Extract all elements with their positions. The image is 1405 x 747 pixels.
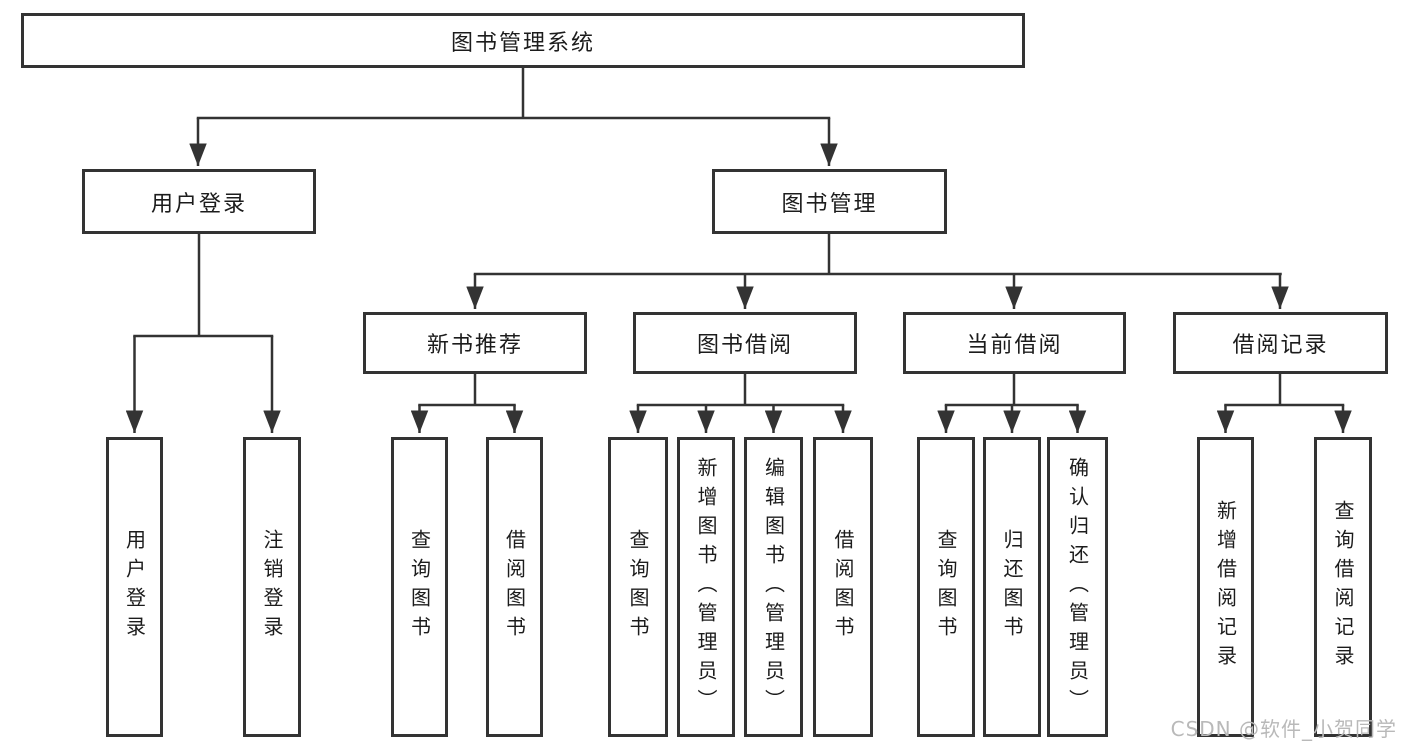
leaf-query-borrow-record: 查询借阅记录 bbox=[1314, 437, 1372, 737]
node-book-management-label: 图书管理 bbox=[781, 191, 878, 217]
node-borrowing-records-label: 借阅记录 bbox=[1232, 333, 1329, 358]
node-root: 图书管理系统 bbox=[21, 13, 1025, 68]
leaf-query-books-3-label: 查询图书 bbox=[934, 529, 958, 645]
leaf-query-books-2: 查询图书 bbox=[608, 437, 668, 737]
node-user-login-label: 用户登录 bbox=[150, 191, 247, 217]
connector-user-login bbox=[125, 234, 281, 433]
leaf-borrow-books-1: 借阅图书 bbox=[486, 437, 543, 737]
leaf-query-books-2-label: 查询图书 bbox=[626, 529, 650, 645]
connector-new-book-recommend bbox=[410, 374, 524, 433]
leaf-add-borrow-record-label: 新增借阅记录 bbox=[1213, 500, 1238, 674]
connector-root bbox=[189, 68, 838, 166]
connector-current-borrowing bbox=[937, 374, 1087, 433]
node-current-borrowing: 当前借阅 bbox=[903, 312, 1126, 374]
leaf-query-books-1-label: 查询图书 bbox=[407, 529, 432, 645]
leaf-user-login-label: 用户登录 bbox=[122, 529, 147, 645]
node-new-book-recommend-label: 新书推荐 bbox=[426, 333, 523, 358]
leaf-borrow-books-1-label: 借阅图书 bbox=[502, 529, 527, 645]
leaf-logout: 注销登录 bbox=[243, 437, 301, 737]
connector-book-management bbox=[466, 234, 1289, 309]
leaf-return-books-label: 归还图书 bbox=[1000, 529, 1024, 645]
node-current-borrowing-label: 当前借阅 bbox=[966, 333, 1063, 358]
node-borrowing-records: 借阅记录 bbox=[1173, 312, 1388, 374]
leaf-return-books: 归还图书 bbox=[983, 437, 1041, 737]
node-book-borrowing: 图书借阅 bbox=[633, 312, 857, 374]
leaf-confirm-return-admin-label: 确认归还（管理员） bbox=[1065, 456, 1090, 718]
leaf-borrow-books-2: 借阅图书 bbox=[813, 437, 873, 737]
node-root-label: 图书管理系统 bbox=[450, 30, 595, 56]
leaf-add-borrow-record: 新增借阅记录 bbox=[1197, 437, 1254, 737]
leaf-add-books-admin: 新增图书（管理员） bbox=[677, 437, 735, 737]
leaf-add-books-admin-label: 新增图书（管理员） bbox=[694, 456, 718, 718]
node-book-management: 图书管理 bbox=[712, 169, 947, 234]
connector-book-borrowing bbox=[629, 374, 852, 433]
leaf-logout-label: 注销登录 bbox=[260, 529, 284, 645]
leaf-edit-books-admin: 编辑图书（管理员） bbox=[744, 437, 803, 737]
node-user-login: 用户登录 bbox=[82, 169, 316, 234]
leaf-edit-books-admin-label: 编辑图书（管理员） bbox=[761, 456, 786, 718]
leaf-query-books-1: 查询图书 bbox=[391, 437, 448, 737]
node-book-borrowing-label: 图书借阅 bbox=[696, 333, 793, 358]
leaf-confirm-return-admin: 确认归还（管理员） bbox=[1047, 437, 1108, 737]
leaf-query-books-3: 查询图书 bbox=[917, 437, 975, 737]
leaf-borrow-books-2-label: 借阅图书 bbox=[831, 529, 855, 645]
connector-borrowing-records bbox=[1216, 374, 1352, 433]
leaf-query-borrow-record-label: 查询借阅记录 bbox=[1331, 500, 1355, 674]
leaf-user-login: 用户登录 bbox=[106, 437, 163, 737]
node-new-book-recommend: 新书推荐 bbox=[363, 312, 587, 374]
csdn-watermark: CSDN @软件_小贺同学 bbox=[1170, 717, 1397, 741]
